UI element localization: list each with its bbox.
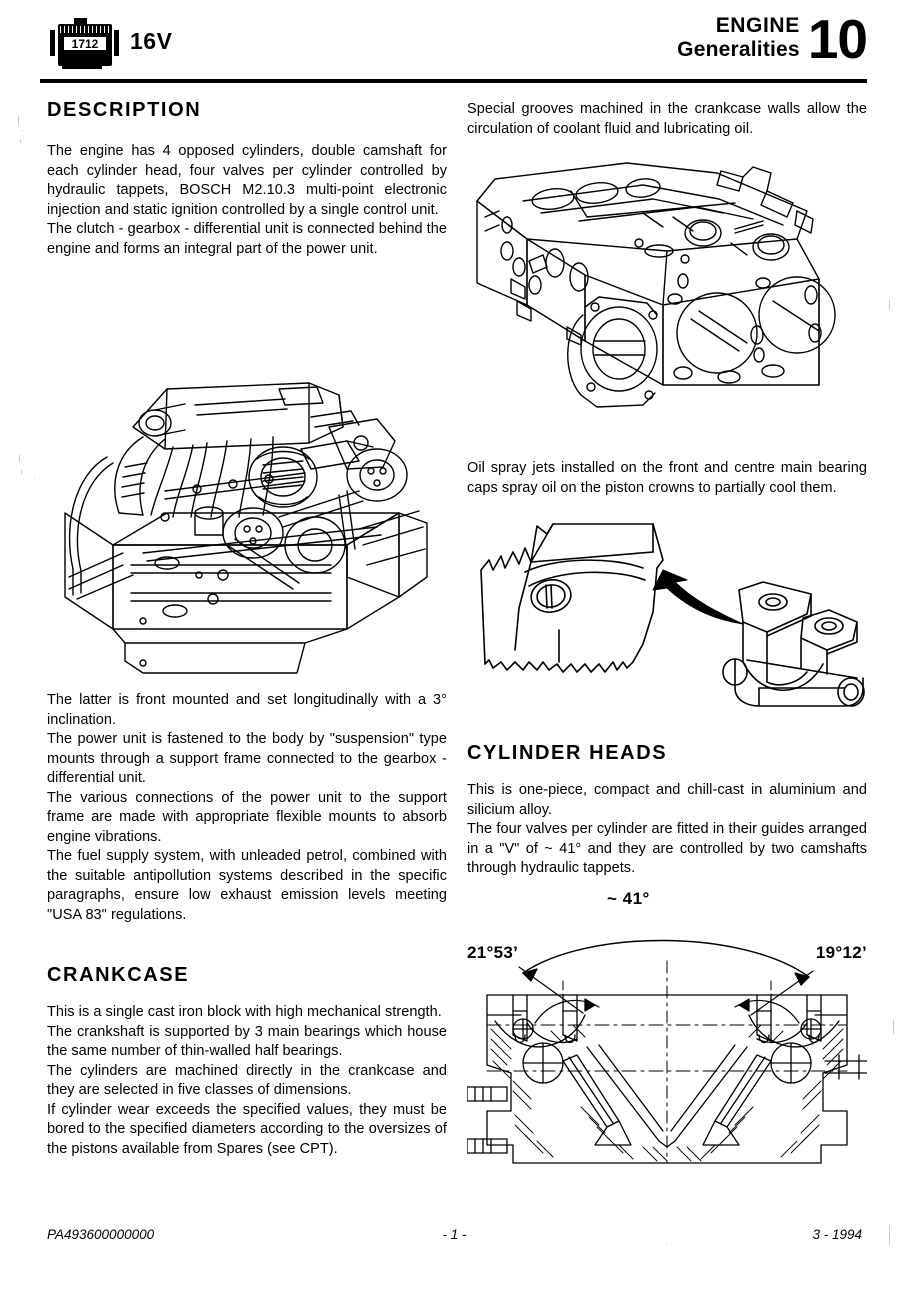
scan-speckle bbox=[18, 116, 19, 125]
description-paragraph-1: The engine has 4 opposed cylinders, doub… bbox=[47, 143, 447, 218]
page-footer: PA493600000000 - 1 - 3 - 1994 bbox=[47, 1227, 862, 1247]
header-title-primary: ENGINE bbox=[715, 14, 800, 37]
right-valve-angle-label: 19°12’ bbox=[815, 942, 867, 962]
crankcase-paragraph-3: The cylinders are machined directly in t… bbox=[47, 1062, 447, 1099]
engine-code-badge-icon: 1712 bbox=[48, 18, 120, 69]
description-paragraph-2: The clutch - gearbox - differential unit… bbox=[47, 221, 447, 257]
description-heading: DESCRIPTION bbox=[47, 99, 202, 121]
crankcase-figure bbox=[467, 155, 867, 445]
badge-neck bbox=[74, 18, 87, 26]
crankcase-heading: CRANKCASE bbox=[47, 964, 190, 986]
footer-page-number: - 1 - bbox=[442, 1227, 467, 1242]
grooves-paragraph-1: Special grooves machined in the crankcas… bbox=[467, 101, 867, 137]
scan-speckle bbox=[893, 1020, 894, 1034]
cylinder-heads-paragraph-1: This is one-piece, compact and chill-cas… bbox=[467, 782, 867, 818]
engine-code-plate: 1712 bbox=[62, 35, 108, 52]
right-column: Special grooves machined in the crankcas… bbox=[467, 100, 867, 1165]
model-label: 16V bbox=[130, 28, 173, 54]
description-paragraph-5: The various connections of the power uni… bbox=[47, 789, 447, 845]
scan-speckle bbox=[22, 130, 23, 131]
chapter-number: 10 bbox=[807, 8, 868, 70]
scan-speckle bbox=[21, 470, 22, 474]
page-header: 1712 16V ENGINE Generalities 10 bbox=[40, 8, 868, 76]
cylinder-heads-heading: CYLINDER HEADS bbox=[467, 742, 668, 764]
left-valve-angle-label: 21°53’ bbox=[467, 942, 519, 962]
crankcase-paragraph-1: This is a single cast iron block with hi… bbox=[47, 1004, 442, 1020]
badge-foot bbox=[62, 62, 102, 69]
engine-assembly-illustration bbox=[64, 382, 428, 674]
scan-speckle bbox=[666, 1244, 667, 1245]
cylinder-head-section-illustration bbox=[467, 939, 867, 1164]
included-angle-label: ~ 41° bbox=[607, 888, 650, 908]
engine-code-text: 1712 bbox=[71, 36, 99, 51]
oil-spray-jet-illustration bbox=[480, 523, 865, 707]
badge-bracket-right bbox=[114, 30, 119, 56]
header-title-group: ENGINE Generalities 10 bbox=[677, 8, 868, 70]
crankcase-paragraph-4: If cylinder wear exceeds the specified v… bbox=[47, 1101, 447, 1157]
scan-speckle bbox=[20, 140, 21, 143]
left-column: DESCRIPTION The engine has 4 opposed cyl… bbox=[47, 100, 447, 1159]
header-title-secondary: Generalities bbox=[677, 38, 800, 61]
badge-fins bbox=[60, 26, 110, 33]
footer-date: 3 - 1994 bbox=[812, 1227, 862, 1242]
crankcase-illustration bbox=[476, 162, 836, 408]
description-paragraph-4: The power unit is fastened to the body b… bbox=[47, 731, 447, 786]
scan-speckle bbox=[889, 300, 890, 310]
description-paragraph-6: The fuel supply system, with unleaded pe… bbox=[47, 848, 447, 923]
badge-bracket-left bbox=[50, 30, 55, 56]
cylinder-heads-paragraph-2: The four valves per cylinder are fitted … bbox=[467, 821, 867, 876]
header-titles: ENGINE Generalities bbox=[677, 14, 808, 64]
oil-jets-paragraph-1: Oil spray jets installed on the front an… bbox=[467, 460, 867, 496]
scan-speckle bbox=[19, 455, 20, 462]
scan-speckle bbox=[889, 1225, 890, 1245]
bearing-cap-figure bbox=[467, 512, 867, 717]
cylinder-head-section-figure: ~ 41° 21°53’ 19°12’ bbox=[467, 889, 867, 1165]
description-paragraph-3: The latter is front mounted and set long… bbox=[47, 692, 447, 728]
scan-speckle bbox=[34, 478, 35, 479]
crankcase-paragraph-2: The crankshaft is supported by 3 main be… bbox=[47, 1023, 447, 1060]
header-rule-divider bbox=[40, 79, 867, 83]
engine-assembly-figure bbox=[47, 277, 447, 677]
footer-part-number: PA493600000000 bbox=[47, 1227, 155, 1242]
